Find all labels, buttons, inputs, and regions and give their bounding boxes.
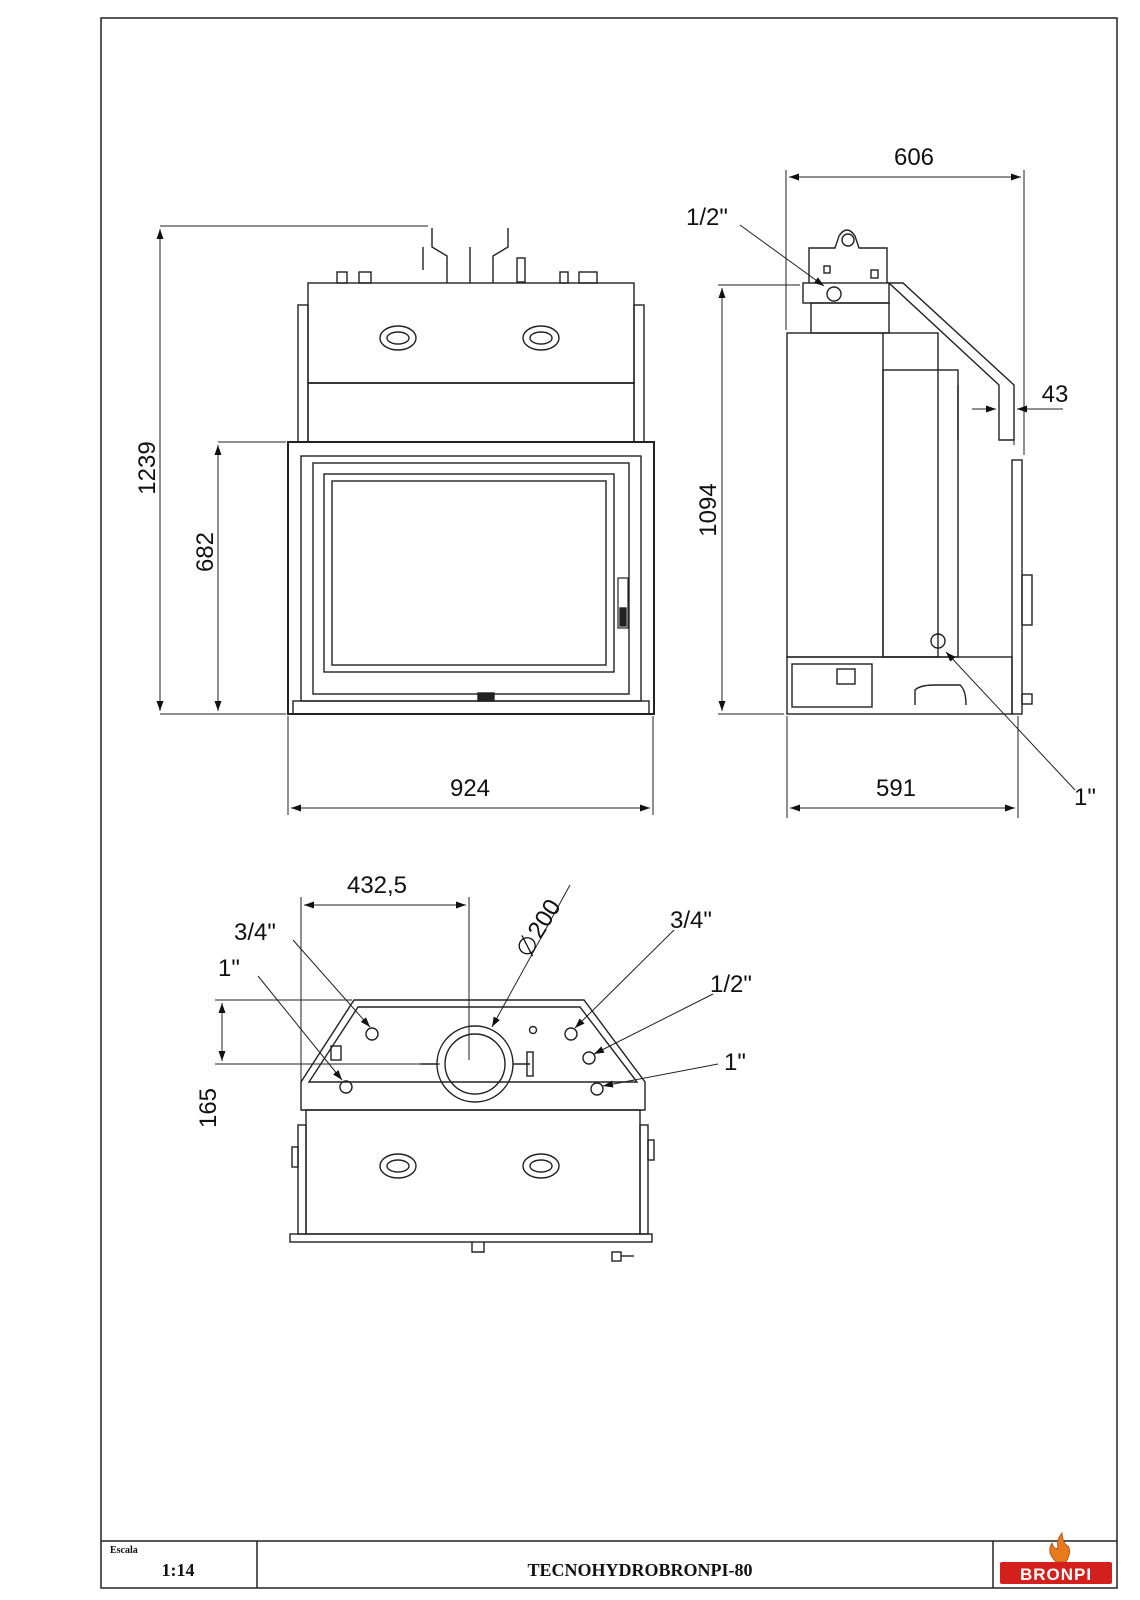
scale-caption: Escala <box>110 1545 138 1556</box>
flue-diameter-value: 200 <box>523 895 567 943</box>
brand-name: BRONPI <box>1020 1565 1092 1584</box>
top-center-offset-label: 432,5 <box>347 872 407 899</box>
front-overall-height-label: 1239 <box>134 441 161 494</box>
top-right-upper-connection-label: 3/4" <box>670 907 712 934</box>
flame-icon <box>1049 1532 1070 1563</box>
model-name: TECNOHYDROBRONPI-80 <box>527 1560 752 1580</box>
top-view-dimensions <box>215 884 719 1088</box>
side-view <box>786 229 1033 715</box>
top-depth-label: 165 <box>195 1088 222 1128</box>
side-offset-label: 43 <box>1042 381 1069 408</box>
diameter-symbol-icon <box>518 937 536 955</box>
sheet-border <box>100 17 1118 1589</box>
top-view <box>289 999 655 1262</box>
side-height-label: 1094 <box>695 483 722 536</box>
top-left-lower-connection-label: 1" <box>218 955 240 982</box>
front-width-label: 924 <box>450 775 490 802</box>
side-view-dimensions <box>718 170 1076 818</box>
front-door-height-label: 682 <box>192 532 219 572</box>
top-right-lower-connection-label: 1" <box>724 1049 746 1076</box>
title-block <box>101 1540 1117 1588</box>
top-left-upper-connection-label: 3/4" <box>234 919 276 946</box>
side-top-depth-label: 606 <box>894 144 934 171</box>
side-top-connection-label: 1/2" <box>686 204 728 231</box>
bronpi-logo: BRONPI <box>1000 1532 1112 1584</box>
logo-box <box>1000 1562 1112 1584</box>
scale-value: 1:14 <box>162 1560 195 1580</box>
top-right-middle-connection-label: 1/2" <box>710 971 752 998</box>
side-bottom-connection-label: 1" <box>1074 784 1096 811</box>
front-view <box>287 228 655 715</box>
front-view-dimensions <box>156 225 654 815</box>
top-flue-diameter-label: 200 <box>518 895 567 957</box>
side-bottom-depth-label: 591 <box>876 775 916 802</box>
